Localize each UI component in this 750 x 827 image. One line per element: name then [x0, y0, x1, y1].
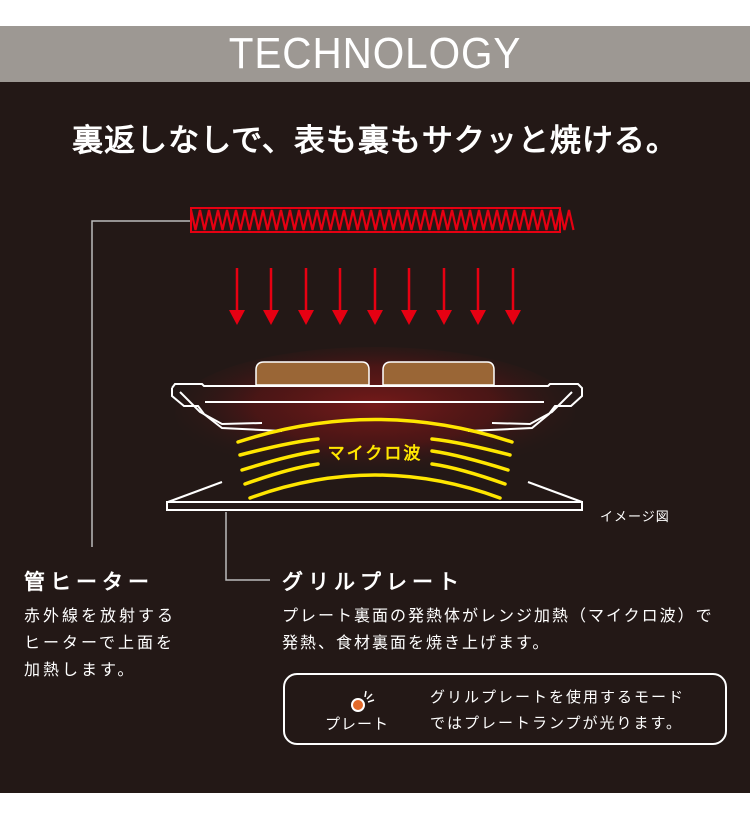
lamp-desc-line: グリルプレートを使用するモード	[430, 688, 686, 706]
heater-coil-icon	[189, 207, 575, 233]
microwave-waves-icon	[236, 417, 514, 500]
plate-lamp-note: プレート グリルプレートを使用するモード ではプレートランプが光ります。	[283, 673, 727, 745]
heater-section: 管ヒーター 赤外線を放射する ヒーターで上面を 加熱します。	[24, 566, 176, 683]
grill-leader-line	[225, 512, 270, 581]
heat-arrows-icon	[229, 268, 521, 325]
microwave-label: マイクロ波	[328, 443, 423, 464]
heater-desc: 赤外線を放射する ヒーターで上面を 加熱します。	[24, 602, 176, 683]
grill-plate-title: グリルプレート	[282, 570, 464, 594]
headline: 裏返しなしで、表も裏もサクッと焼ける。	[72, 123, 678, 159]
grill-desc-line: プレート裏面の発熱体がレンジ加熱（マイクロ波）で	[282, 606, 714, 625]
plate-lamp-icon	[351, 690, 375, 712]
grill-plate-icon	[171, 383, 583, 432]
heater-desc-line: ヒーターで上面を	[24, 633, 176, 652]
image-note: イメージ図	[600, 510, 670, 525]
lamp-desc-line: ではプレートランプが光ります。	[430, 714, 684, 732]
plate-lamp-label: プレート	[325, 715, 390, 733]
cooking-diagram: マイクロ波	[91, 207, 583, 581]
base-plate-icon	[166, 481, 583, 511]
grill-plate-section: グリルプレート プレート裏面の発熱体がレンジ加熱（マイクロ波）で 発熱、食材裏面…	[282, 566, 714, 656]
heater-desc-line: 加熱します。	[24, 660, 137, 679]
heater-title: 管ヒーター	[24, 570, 154, 594]
grill-plate-desc: プレート裏面の発熱体がレンジ加熱（マイクロ波）で 発熱、食材裏面を焼き上げます。	[282, 602, 714, 656]
technology-panel: 裏返しなしで、表も裏もサクッと焼ける。	[0, 82, 750, 793]
grill-desc-line: 発熱、食材裏面を焼き上げます。	[282, 633, 551, 652]
heater-desc-line: 赤外線を放射する	[24, 606, 177, 625]
header-bar: TECHNOLOGY	[0, 26, 750, 82]
plate-lamp-desc: グリルプレートを使用するモード ではプレートランプが光ります。	[430, 684, 685, 736]
header-title: TECHNOLOGY	[228, 29, 522, 78]
food-icon	[255, 361, 495, 386]
heater-leader-line	[91, 220, 191, 547]
